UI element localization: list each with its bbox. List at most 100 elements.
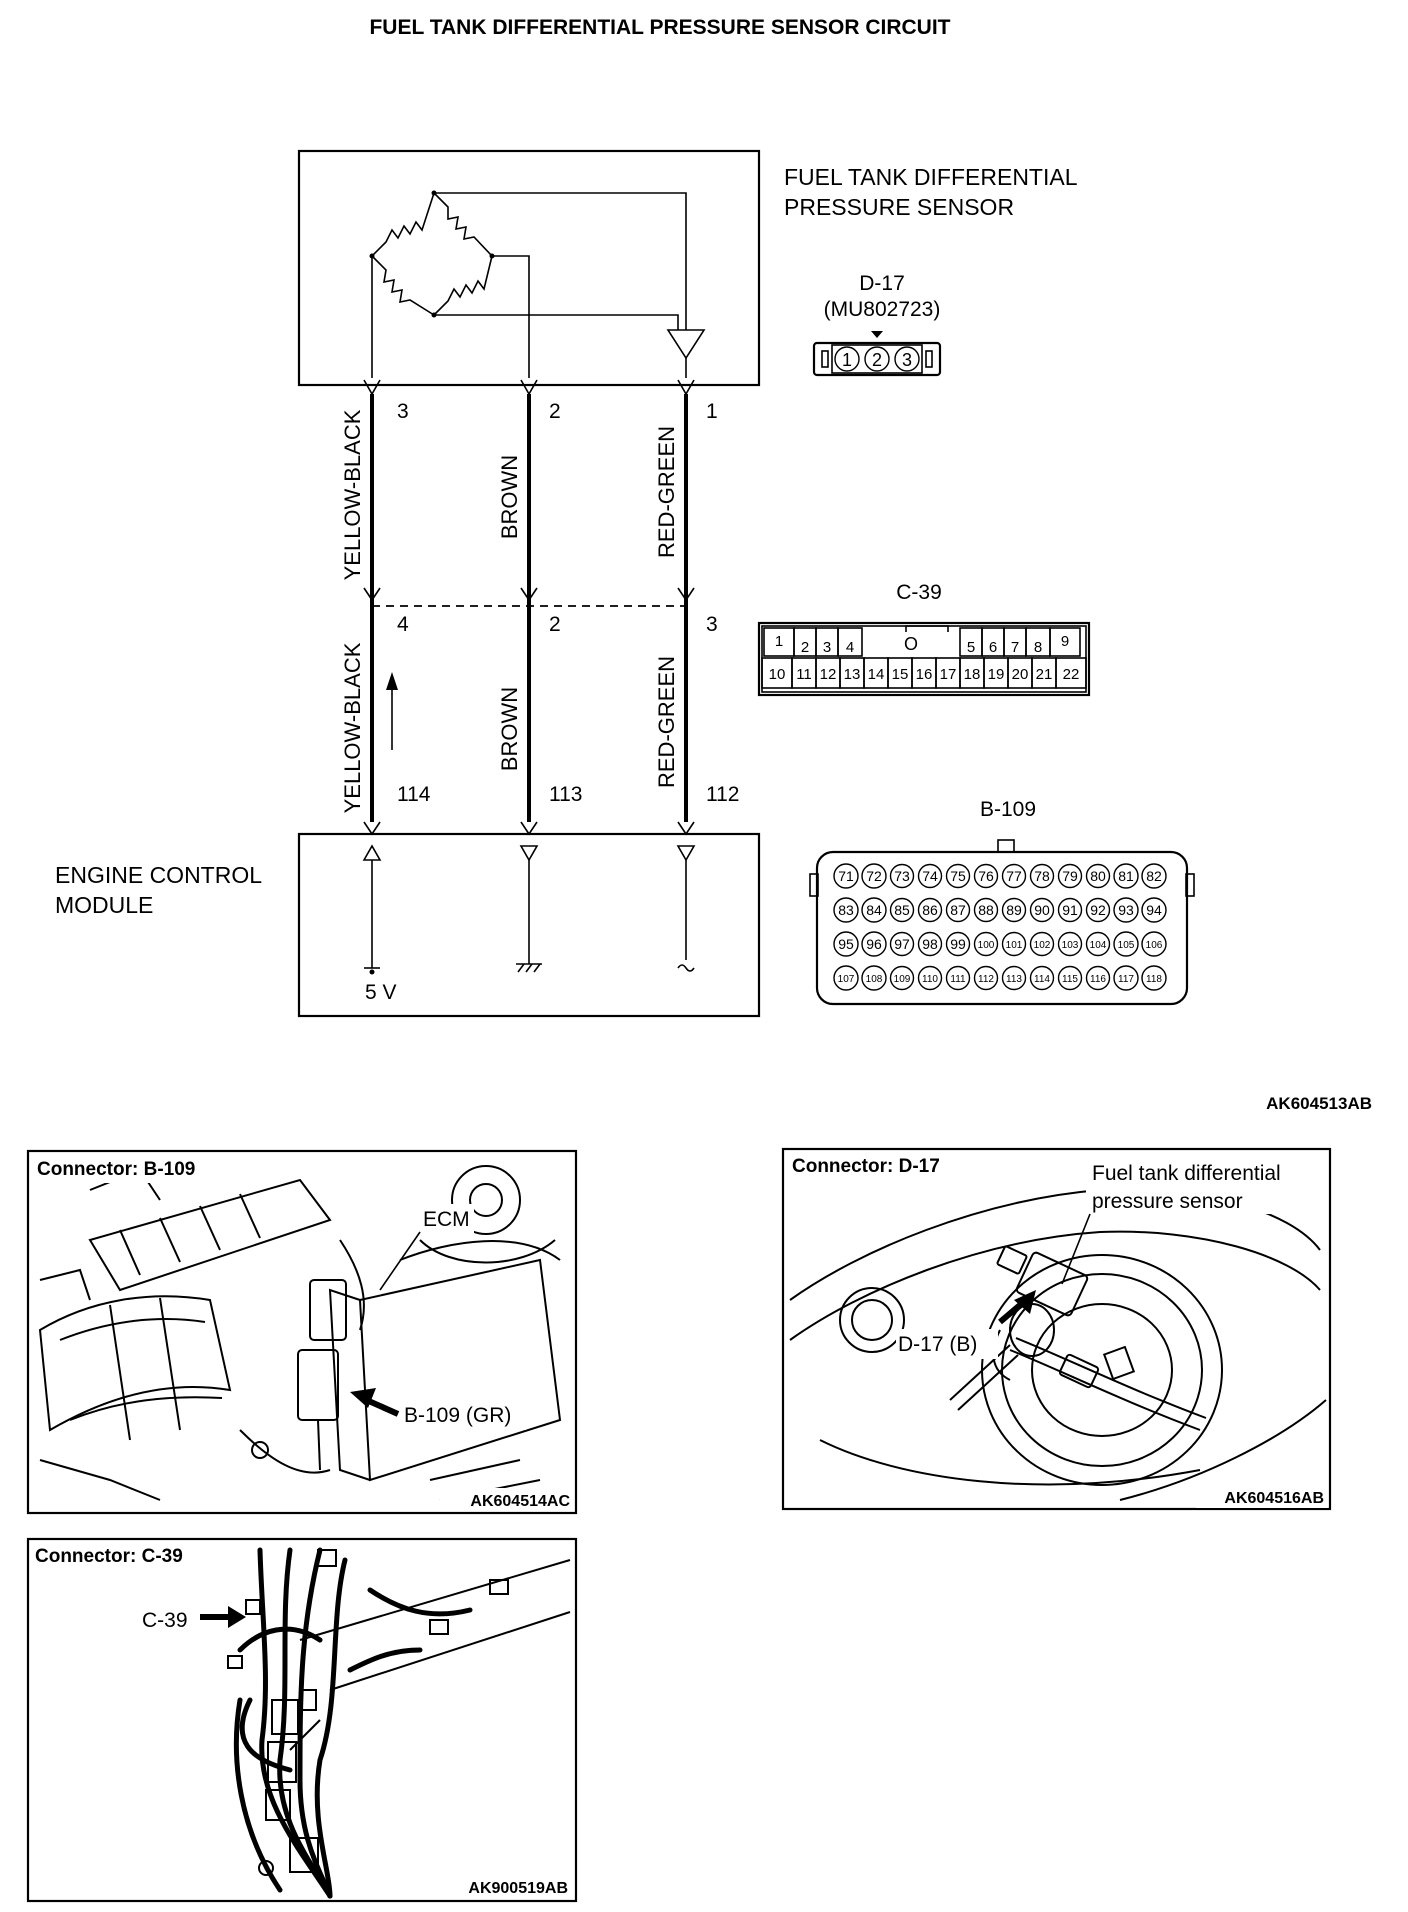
b109-pin: 80: [1090, 868, 1106, 884]
c39-pin: 12: [820, 666, 837, 683]
pointer-arrow-icon: [998, 1290, 1036, 1325]
photo-b109-code: AK604514AC: [470, 1493, 570, 1510]
signal-input-icon: [677, 964, 695, 972]
b109-pin: 116: [1090, 974, 1106, 985]
c39-pin: 8: [1034, 639, 1042, 656]
signal-direction-arrow-icon: [386, 672, 398, 750]
b109-pin-circle: [1029, 965, 1055, 991]
photo-c39-code: AK900519AB: [468, 1880, 568, 1897]
c39-pin: 3: [823, 639, 831, 656]
ecm-label-line1: ENGINE CONTROL: [55, 862, 262, 888]
photo-d17-code: AK604516AB: [1224, 1490, 1324, 1507]
b109-pin: 73: [894, 868, 910, 884]
b109-pin-circle: [1113, 965, 1139, 991]
sensor-label-line1: FUEL TANK DIFFERENTIAL: [784, 164, 1078, 190]
b109-pin: 81: [1118, 868, 1134, 884]
c39-pin-number: 2: [549, 613, 561, 636]
diagram-code: AK604513AB: [1266, 1094, 1372, 1113]
connector-d17-face: D-17 (MU802723) 1 2 3: [812, 272, 942, 377]
c39-pin: 18: [964, 666, 981, 683]
b109-pin-circle: [861, 897, 887, 923]
b109-pin: 94: [1146, 902, 1162, 918]
b109-pin-circle: [889, 931, 915, 957]
b109-pin: 117: [1118, 974, 1134, 985]
connector-d17-name: D-17: [859, 272, 905, 295]
b109-pin-circle: [1057, 863, 1083, 889]
b109-pin-circle: [833, 897, 859, 923]
b109-pin-circle: [945, 965, 971, 991]
b109-pin: 87: [950, 902, 966, 918]
wire-red-green: [677, 394, 695, 836]
b109-pin: 88: [978, 902, 994, 918]
b109-pin: 75: [950, 868, 966, 884]
c39-pin: 22: [1063, 666, 1080, 683]
ecm-supply-voltage: 5 V: [365, 981, 397, 1004]
b109-pin: 112: [978, 974, 994, 985]
photo-d17-title: Connector: D-17: [792, 1156, 940, 1177]
c39-pin: 10: [769, 666, 786, 683]
b109-pin-circle: [861, 965, 887, 991]
pointer-arrow-icon: [200, 1606, 246, 1628]
b109-pin-circle: [973, 931, 999, 957]
wire-yellow-black: [363, 394, 381, 836]
b109-pin: 71: [838, 868, 854, 884]
b109-pin: 99: [950, 936, 966, 952]
c39-pin: 4: [846, 639, 854, 656]
b109-pin-circle: [833, 965, 859, 991]
sensor-pin-number: 1: [706, 400, 718, 423]
c39-pin: 7: [1011, 639, 1019, 656]
d17-pin: 3: [902, 350, 912, 370]
wire-color-label-upper: YELLOW-BLACK: [340, 409, 365, 580]
b109-pin: 77: [1006, 868, 1022, 884]
b109-pin: 115: [1062, 974, 1078, 985]
c39-pin-cell: [1055, 657, 1087, 689]
b109-pin: 109: [894, 974, 911, 985]
d17-pin: 2: [872, 350, 882, 370]
b109-pin-circle: [945, 931, 971, 957]
b109-pin-circle: [1141, 965, 1167, 991]
photo-b109-title: Connector: B-109: [37, 1159, 195, 1180]
b109-pin: 84: [866, 902, 882, 918]
b109-pin-circle: [917, 863, 943, 889]
c39-pin: 14: [868, 666, 885, 683]
b109-pin: 98: [922, 936, 938, 952]
b109-pin-circle: [945, 863, 971, 889]
b109-pin-circle: [1001, 965, 1027, 991]
b109-pin: 114: [1034, 974, 1050, 985]
connector-b109-name: B-109: [980, 798, 1036, 821]
b109-pin-circle: [1057, 965, 1083, 991]
wire-brown: [520, 394, 538, 836]
b109-pin: 102: [1034, 940, 1051, 951]
b109-pin-circle: [917, 931, 943, 957]
b109-pin: 76: [978, 868, 994, 884]
wheatstone-bridge-icon: [369, 190, 495, 318]
b109-pin: 92: [1090, 902, 1106, 918]
b109-pin: 85: [894, 902, 910, 918]
b109-pin: 113: [1006, 974, 1022, 985]
b109-pin-circle: [889, 863, 915, 889]
c39-pin-number: 3: [706, 613, 718, 636]
b109-pin-circle: [917, 965, 943, 991]
b109-pin-circle: [889, 965, 915, 991]
b109-pin: 74: [922, 868, 938, 884]
c39-pin: 6: [989, 639, 997, 656]
photo-d17-sensor-label-line2: pressure sensor: [1092, 1190, 1243, 1213]
b109-pin-circle: [1001, 931, 1027, 957]
b109-pin-circle: [1113, 863, 1139, 889]
b109-pin-circle: [861, 863, 887, 889]
c39-pin: 20: [1012, 666, 1029, 683]
b109-pin: 101: [1006, 940, 1023, 951]
diagram-title: FUEL TANK DIFFERENTIAL PRESSURE SENSOR C…: [369, 16, 950, 39]
c39-pin: 11: [796, 666, 812, 683]
pointer-arrow-icon: [350, 1388, 400, 1417]
b109-pin: 86: [922, 902, 938, 918]
b109-pin-circle: [1085, 897, 1111, 923]
photo-panel-d17: Connector: D-17 Fuel tank differential p…: [781, 1147, 1332, 1511]
b109-pin-circle: [833, 863, 859, 889]
b109-pin-circle: [1113, 897, 1139, 923]
b109-pin-circle: [1085, 863, 1111, 889]
b109-pin: 111: [950, 974, 966, 985]
b109-pin-circle: [1057, 931, 1083, 957]
